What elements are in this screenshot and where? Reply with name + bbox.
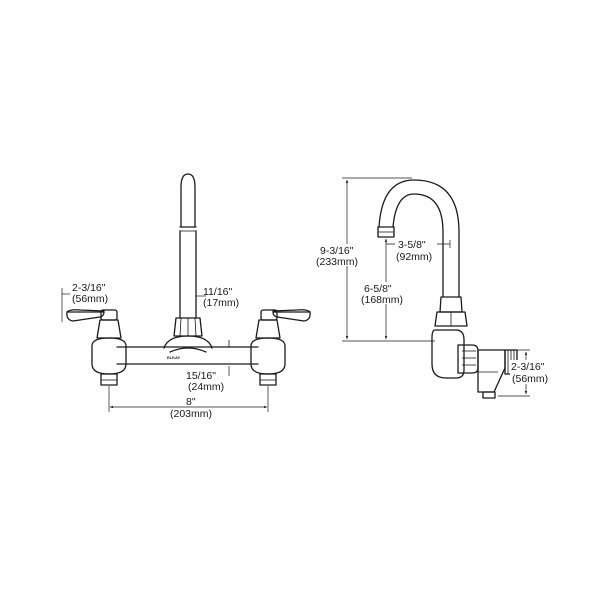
dim-spout-clearance-metric: (168mm) xyxy=(361,294,403,306)
dim-centers-metric: (203mm) xyxy=(170,408,212,420)
dim-side-spout-clearance: 6-5/8" (168mm) xyxy=(360,238,414,340)
dim-handle-height-metric: (56mm) xyxy=(72,293,108,305)
dim-front-centers: 8" (203mm) xyxy=(108,386,269,420)
dim-body-diameter-imperial: 15/16" xyxy=(186,370,216,382)
front-right-valve xyxy=(250,309,311,386)
dim-spout-reach-imperial: 3-5/8" xyxy=(398,239,426,251)
dim-front-body-diameter: 15/16" (24mm) xyxy=(186,366,230,393)
brand-mark: ELKAY xyxy=(167,355,181,360)
front-body: ELKAY xyxy=(116,340,259,365)
dim-side-inlet-height: 2-3/16" (56mm) xyxy=(498,349,554,397)
dim-front-handle-height: 2-3/16" (56mm) xyxy=(61,282,108,322)
dim-spout-reach-metric: (92mm) xyxy=(396,251,432,263)
dim-overall-height-metric: (233mm) xyxy=(316,256,358,268)
front-view: ELKAY 2-3/16" (56mm) xyxy=(61,173,311,420)
front-spout xyxy=(163,173,213,353)
dim-handle-height-imperial: 2-3/16" xyxy=(72,282,106,294)
dim-inlet-height-imperial: 2-3/16" xyxy=(511,361,545,373)
side-gooseneck-spout xyxy=(377,179,468,327)
dim-side-spout-reach: 3-5/8" (92mm) xyxy=(386,238,451,263)
dim-centers-imperial: 8" xyxy=(186,396,196,408)
side-valve-body xyxy=(431,329,518,399)
dim-side-overall-height: 9-3/16" (233mm) xyxy=(312,177,435,342)
dim-inlet-height-metric: (56mm) xyxy=(512,373,548,385)
dim-spout-diameter-imperial: 11/16" xyxy=(203,286,232,298)
dim-spout-clearance-imperial: 6-5/8" xyxy=(364,283,392,295)
dim-body-diameter-metric: (24mm) xyxy=(188,381,224,393)
dim-overall-height-imperial: 9-3/16" xyxy=(320,245,354,257)
dim-spout-diameter-metric: (17mm) xyxy=(203,297,239,309)
front-left-valve xyxy=(66,309,127,386)
side-view: 9-3/16" (233mm) 3-5/8" (92mm) 6-5/8" (16… xyxy=(312,177,554,399)
dim-front-spout-diameter: 11/16" (17mm) xyxy=(196,286,239,309)
